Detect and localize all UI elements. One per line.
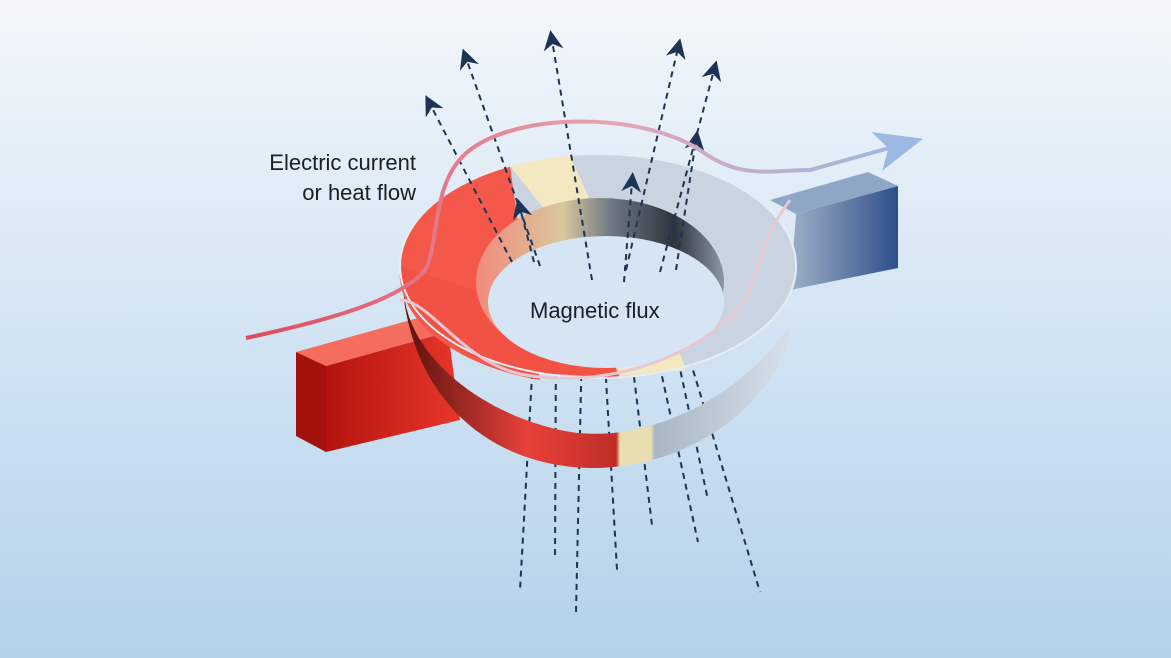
flux-line — [519, 339, 535, 591]
flux-line — [689, 359, 761, 593]
flux-arrow — [543, 30, 593, 281]
flux-arrow — [625, 38, 686, 271]
flux-arrow — [459, 48, 541, 267]
current-outer-branch — [245, 119, 924, 340]
current-label-line1: Electric current — [269, 150, 416, 175]
flux-label: Magnetic flux — [530, 298, 660, 323]
flux-line — [575, 341, 583, 613]
flux-line — [675, 349, 709, 501]
flux-lines-lower — [519, 339, 761, 613]
flux-arrow — [425, 95, 513, 263]
ring-outer-wall — [403, 282, 790, 469]
ring-hole — [476, 198, 724, 368]
flux-arrow — [621, 172, 642, 283]
current-label: Electric current or heat flow — [269, 148, 416, 208]
flux-arrow — [659, 60, 722, 273]
current-path — [245, 119, 924, 380]
flux-arrow — [512, 198, 535, 263]
current-inner-branch — [399, 199, 792, 380]
flux-lines-upper — [425, 30, 722, 283]
cold-terminal — [770, 172, 898, 290]
current-label-line2: or heat flow — [302, 180, 416, 205]
